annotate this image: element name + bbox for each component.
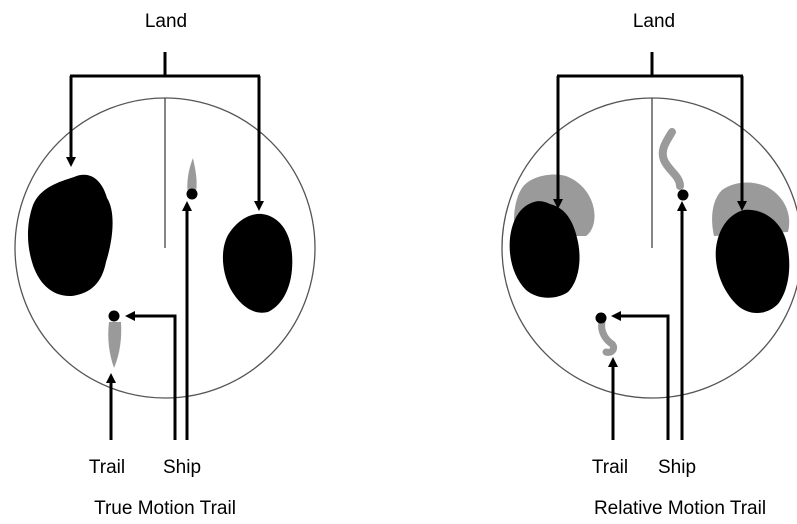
land-mass-left-1 [27, 174, 113, 297]
caption-left: True Motion Trail [94, 498, 236, 519]
relative-motion-panel: Land Trail Ship Relative Motion Trail [501, 11, 797, 519]
land-label-right: Land [633, 11, 675, 32]
trail-right-other [598, 318, 618, 356]
trail-label-left: Trail [89, 457, 125, 478]
ship-label-left: Ship [163, 457, 201, 478]
land-mass-right-2 [715, 209, 790, 313]
ship-label-right: Ship [658, 457, 696, 478]
true-motion-panel: Land Trail Ship True Motion Trail [14, 11, 316, 519]
ship-dot-left-2 [108, 310, 120, 322]
ship-arrow-left-2 [125, 311, 177, 440]
trail-left-other [108, 322, 122, 368]
ship-dot-left-1 [186, 188, 198, 200]
land-mass-left-2 [222, 213, 293, 313]
trail-label-right: Trail [592, 457, 628, 478]
land-label-left: Land [145, 11, 187, 32]
land-mass-right-1 [509, 201, 580, 298]
trail-right-ship [658, 128, 684, 190]
ship-dot-right-1 [677, 189, 689, 201]
ship-dot-right-2 [595, 312, 607, 324]
ship-arrow-right-2 [611, 311, 670, 440]
caption-right: Relative Motion Trail [594, 498, 766, 519]
trail-left-ship [187, 158, 197, 194]
